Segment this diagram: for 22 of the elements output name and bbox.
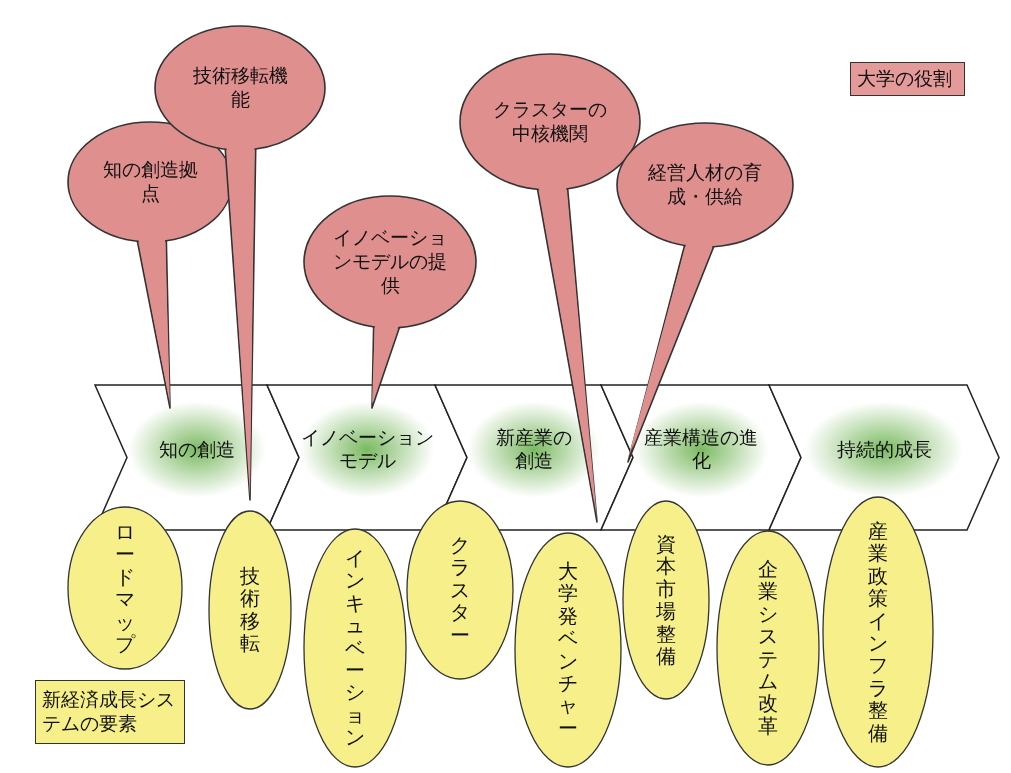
element-text: クラスター	[450, 534, 470, 646]
label-box	[850, 62, 965, 96]
label-text: 新経済成長システムの要素	[42, 688, 176, 736]
bubble-text: 知の創造拠点	[101, 158, 199, 206]
element-text: インキュベーション	[345, 547, 365, 749]
stage-text: 産業構造の進化	[643, 425, 759, 474]
bubble-text: クラスターの中核機関	[492, 98, 608, 146]
bubble-text: 技術移転機能	[191, 64, 289, 112]
stage-text: 新産業の創造	[495, 425, 573, 474]
element-text: 技術移転	[240, 565, 260, 655]
stage-text: 知の創造	[158, 437, 236, 462]
element-text: 産業政策インフラ整備	[868, 520, 888, 744]
label-box	[35, 680, 185, 744]
stage-text: 持続的成長	[835, 437, 933, 462]
bubble-text: イノベーションモデルの提供	[332, 226, 448, 298]
element-text: 大学発ベンチャー	[558, 560, 578, 740]
element-text: 企業システム改革	[758, 558, 778, 738]
stage-text: イノベーションモデル	[299, 425, 435, 474]
element-text: ロードマップ	[115, 520, 135, 656]
bubble-text: 経営人材の育成・供給	[647, 161, 763, 209]
element-text: 資本市場整備	[656, 532, 676, 668]
label-text: 大学の役割	[857, 67, 953, 91]
